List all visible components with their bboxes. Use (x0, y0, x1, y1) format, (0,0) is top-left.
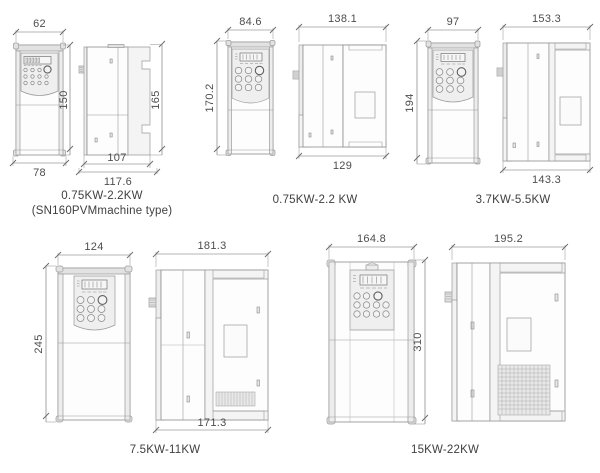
dim-g1-side-depth-117: 117.6 (104, 176, 132, 188)
dim-g3-side-depth-bottom: 143.3 (532, 174, 561, 186)
group-1-side-view: 107 117.6 165 (75, 40, 166, 188)
side-vent-grille (215, 391, 256, 407)
dim-g1-front-height: 150 (58, 90, 70, 109)
caption-group-4: 7.5KW-11KW (90, 443, 240, 458)
group-2-side-view: 138.1 129 (292, 13, 390, 172)
dim-g1-side-depth-107: 107 (107, 152, 126, 164)
side-vent-grille (497, 364, 551, 416)
dim-g5-side-depth: 195.2 (494, 233, 523, 245)
dim-g4-front-width: 124 (84, 241, 103, 253)
caption-group-1-line1: 0.75KW-2.2KW (61, 190, 143, 202)
dim-g1-side-height: 165 (150, 90, 162, 109)
dim-g4-front-height: 245 (33, 334, 45, 353)
dim-g1-front-width-bottom: 78 (33, 167, 46, 179)
dim-g2-side-depth-bottom: 129 (333, 160, 352, 172)
dim-g5-front-width: 164.8 (357, 233, 386, 245)
group-2-front-view: 84.6 170.2 (204, 16, 277, 156)
dim-g2-side-depth-top: 138.1 (328, 13, 357, 25)
dim-g3-side-depth-top: 153.3 (532, 13, 561, 25)
group-1-front-view: 62 78 150 (9, 18, 74, 179)
caption-group-4-line1: 7.5KW-11KW (129, 444, 201, 456)
dim-g3-front-height: 194 (404, 93, 416, 112)
group-5-side-view: 195.2 (444, 233, 569, 422)
group-4-side-view: 181.3 171.3 (148, 240, 272, 434)
group-5-front-view: 164.8 310 (325, 233, 429, 425)
caption-group-1-line2: (SN160PVMmachine type) (31, 205, 173, 217)
group-2-drawing: 84.6 170.2 (204, 13, 390, 172)
dim-g5-front-height: 310 (412, 332, 424, 351)
dim-g3-front-width: 97 (447, 16, 460, 28)
group-4-front-view: 124 245 (33, 241, 134, 423)
caption-group-3: 3.7KW-5.5KW (438, 193, 588, 208)
group-5-drawing: 164.8 310 (325, 233, 569, 425)
caption-group-5: 15KW-22KW (370, 443, 520, 458)
dim-g2-front-width: 84.6 (239, 16, 262, 28)
group-1-drawing: 62 78 150 (9, 18, 166, 188)
dim-g4-side-depth-bottom: 171.3 (197, 417, 226, 429)
caption-group-3-line1: 3.7KW-5.5KW (475, 194, 551, 206)
group-3-drawing: 97 194 153.3 (404, 13, 594, 186)
dim-g4-side-depth-top: 181.3 (197, 240, 226, 252)
group-3-side-view: 153.3 143.3 (496, 13, 594, 186)
group-4-drawing: 124 245 (33, 240, 272, 434)
group-3-front-view: 97 194 (404, 16, 482, 165)
dim-g1-front-width-top: 62 (33, 18, 46, 30)
dim-g2-front-height: 170.2 (204, 83, 216, 112)
caption-group-1: 0.75KW-2.2KW (SN160PVMmachine type) (27, 189, 177, 219)
caption-group-2: 0.75KW-2.2 KW (240, 193, 390, 208)
caption-group-2-line1: 0.75KW-2.2 KW (272, 194, 358, 206)
caption-group-5-line1: 15KW-22KW (410, 444, 480, 456)
